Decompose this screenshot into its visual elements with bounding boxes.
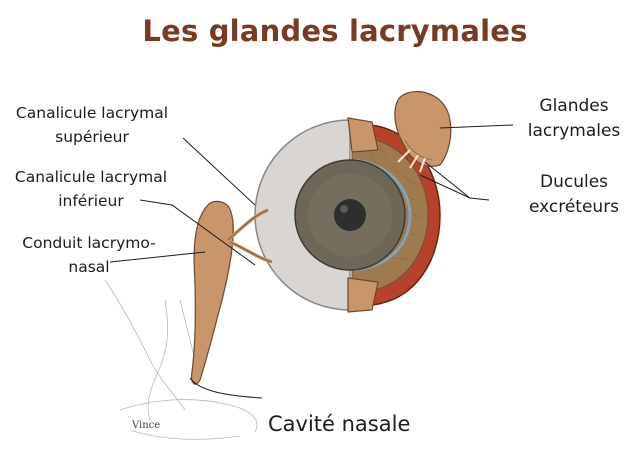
label-ducules-excreteurs: Ducules excréteurs xyxy=(512,170,636,220)
label-cavite-nasale: Cavité nasale xyxy=(268,412,410,436)
label-conduit-lacrymo-nasal: Conduit lacrymo- nasal xyxy=(14,231,164,279)
face-sketch xyxy=(105,280,257,439)
label-glandes-lacrymales: Glandes lacrymales xyxy=(510,94,638,144)
label-canalicule-superieur: Canalicule lacrymal supérieur xyxy=(7,101,177,149)
label-line: excréteurs xyxy=(512,195,636,220)
label-canalicule-inferieur: Canalicule lacrymal inférieur xyxy=(3,165,179,213)
eyelid-flap-bottom xyxy=(348,278,378,312)
label-line: Canalicule lacrymal xyxy=(3,165,179,189)
label-line: Glandes xyxy=(510,94,638,119)
pupil xyxy=(334,199,366,231)
eyelid-flap-top xyxy=(348,118,378,152)
label-line: inférieur xyxy=(3,189,179,213)
label-line: Ducules xyxy=(512,170,636,195)
label-line: supérieur xyxy=(7,125,177,149)
label-line: nasal xyxy=(14,255,164,279)
label-line: Conduit lacrymo- xyxy=(14,231,164,255)
pupil-highlight xyxy=(340,205,348,213)
label-line: lacrymales xyxy=(510,119,638,144)
label-line: Canalicule lacrymal xyxy=(7,101,177,125)
artist-signature: Vince xyxy=(131,420,160,431)
nasolacrimal-duct xyxy=(192,201,234,384)
